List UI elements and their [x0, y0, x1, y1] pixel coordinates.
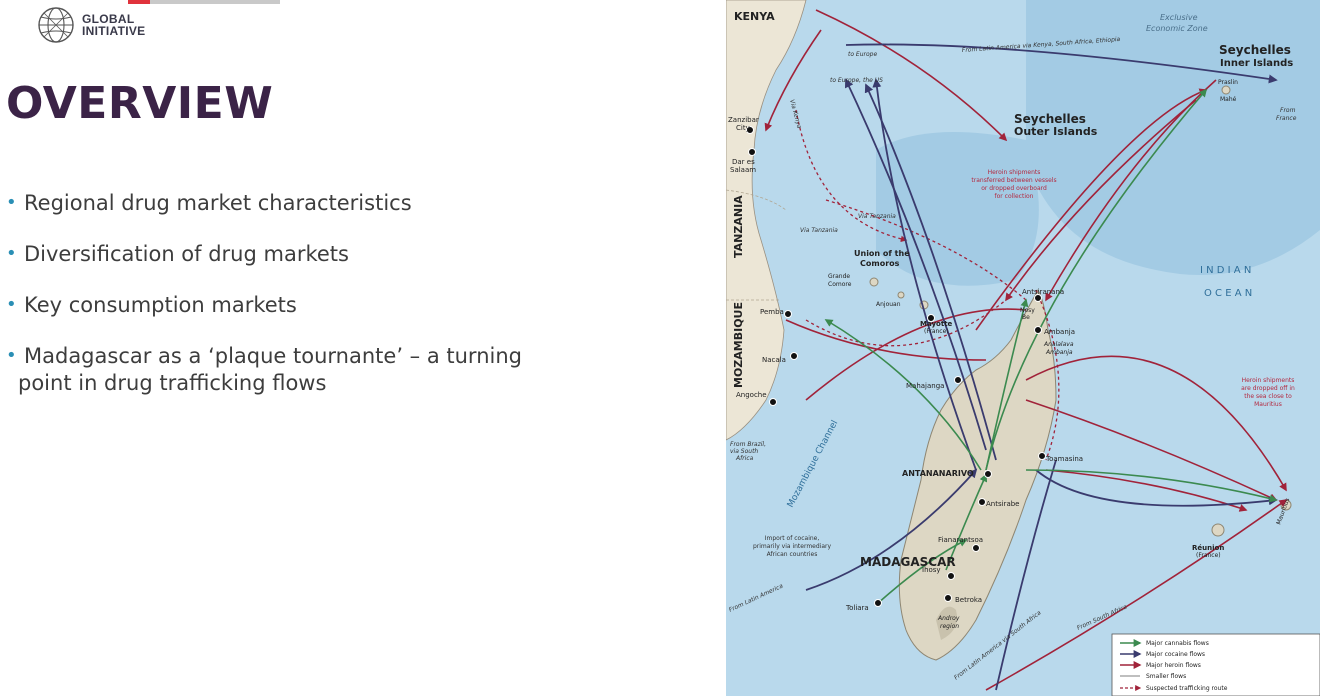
- label-nosy-be-sub: Be: [1022, 314, 1030, 321]
- label-mozambique: MOZAMBIQUE: [732, 302, 745, 388]
- route-from-brazil-2: via South: [730, 448, 758, 455]
- route-via-tanzania: Via Tanzania: [858, 213, 896, 220]
- eez-zone-outer: [876, 132, 1039, 286]
- label-mayotte: Mayotte: [920, 320, 953, 328]
- label-grande-comore: Grande: [828, 273, 850, 280]
- bullet-item: •Diversification of drug markets: [6, 242, 349, 266]
- label-seychelles-outer: Seychelles: [1014, 112, 1086, 126]
- label-fianarantsoa: Fianarantsoa: [938, 536, 983, 544]
- label-reunion-sub: (France): [1196, 552, 1221, 559]
- label-indian: I N D I A N: [1200, 265, 1251, 276]
- note-heroin-1: Heroin shipments: [988, 169, 1041, 176]
- label-mayotte-sub: (France): [924, 328, 949, 335]
- label-mahajanga: Mahajanga: [906, 382, 944, 390]
- label-seychelles-inner-sub: Inner Islands: [1220, 58, 1293, 69]
- label-ambanja: Ambanja: [1044, 328, 1075, 336]
- label-reunion: Réunion: [1192, 544, 1224, 552]
- note-heroin-2: transferred between vessels: [971, 177, 1056, 184]
- label-grande-comore-sub: Comore: [828, 281, 852, 288]
- label-androy: Androy: [937, 615, 960, 622]
- label-toamasina: Toamasina: [1045, 455, 1083, 463]
- note-cocaine-3: African countries: [767, 551, 818, 558]
- label-analalava: Analalava: [1043, 341, 1074, 348]
- label-eez-1: Exclusive: [1160, 13, 1198, 22]
- route-from-france-1: From: [1280, 107, 1296, 114]
- eez-zone: [1026, 0, 1320, 275]
- label-antsiranana: Antsiranana: [1022, 288, 1064, 296]
- label-kenya: KENYA: [734, 10, 775, 23]
- label-antananarivo: ANTANANARIVO: [902, 469, 974, 478]
- label-analalava-sub: Ambanja: [1045, 349, 1073, 356]
- route-to-europe-us: to Europe, the US: [830, 77, 883, 84]
- label-comoros-sub: Comoros: [860, 259, 900, 268]
- page-title: OVERVIEW: [6, 78, 274, 129]
- label-ihosy: Ihosy: [922, 566, 941, 574]
- note-mauritius-4: Mauritius: [1254, 401, 1282, 408]
- label-zanzibar-sub: City: [736, 124, 750, 132]
- label-seychelles-inner: Seychelles: [1219, 43, 1291, 57]
- label-mahe: Mahé: [1220, 96, 1237, 103]
- label-ocean: O C E A N: [1204, 288, 1252, 299]
- label-eez-2: Economic Zone: [1146, 24, 1208, 33]
- note-cocaine-2: primarily via intermediary: [753, 543, 832, 550]
- label-antsirabe: Antsirabe: [986, 500, 1019, 508]
- label-seychelles-outer-sub: Outer Islands: [1014, 125, 1098, 138]
- label-androy-sub: region: [940, 623, 959, 630]
- trafficking-map: KENYA TANZANIA MOZAMBIQUE MADAGASCAR Sey…: [726, 0, 1320, 696]
- label-nosy-be: Nosy: [1020, 307, 1035, 314]
- bullet-list: •Regional drug market characteristics •D…: [6, 184, 606, 408]
- route-via-tanzania-2: Via Tanzania: [800, 227, 838, 234]
- label-angoche: Angoche: [736, 391, 767, 399]
- label-pemba: Pemba: [760, 308, 784, 316]
- logo-line-1: GLOBAL: [82, 12, 135, 26]
- note-mauritius-3: the sea close to: [1244, 393, 1292, 400]
- label-toliara: Toliara: [845, 604, 869, 612]
- route-from-france-2: France: [1276, 115, 1297, 122]
- top-accent-bar: [128, 0, 280, 4]
- label-zanzibar: Zanzibar: [728, 116, 759, 124]
- legend-cannabis: Major cannabis flows: [1146, 640, 1209, 647]
- route-from-brazil-3: Africa: [735, 455, 754, 462]
- global-initiative-logo: GLOBAL INITIATIVE: [36, 5, 145, 45]
- africa-landmass: [726, 0, 807, 441]
- label-nacala: Nacala: [762, 356, 786, 364]
- note-mauritius-1: Heroin shipments: [1242, 377, 1295, 384]
- note-mauritius-2: are dropped off in: [1241, 385, 1295, 392]
- label-comoros: Union of the: [854, 249, 910, 258]
- label-dar-sub: Salaam: [730, 166, 756, 174]
- label-anjouan: Anjouan: [876, 301, 901, 308]
- legend-cocaine: Major cocaine flows: [1146, 651, 1205, 658]
- bullet-item: •Key consumption markets: [6, 293, 297, 317]
- label-betroka: Betroka: [955, 596, 982, 604]
- route-from-brazil-1: From Brazil,: [730, 441, 766, 448]
- bullet-item: •Madagascar as a ‘plaque tournante’ – a …: [6, 344, 522, 395]
- label-madagascar: MADAGASCAR: [860, 555, 956, 569]
- bullet-item: •Regional drug market characteristics: [6, 191, 412, 215]
- legend-heroin: Major heroin flows: [1146, 662, 1201, 669]
- note-heroin-3: or dropped overboard: [981, 185, 1047, 192]
- map-legend: Major cannabis flows Major cocaine flows…: [1111, 633, 1320, 696]
- note-heroin-4: for collection: [995, 193, 1034, 200]
- note-cocaine-1: Import of cocaine,: [765, 535, 820, 542]
- label-praslin: Praslin: [1218, 79, 1238, 86]
- label-tanzania: TANZANIA: [732, 195, 745, 258]
- legend-smaller: Smaller flows: [1146, 673, 1186, 680]
- route-to-europe: to Europe: [848, 51, 877, 58]
- legend-suspected: Suspected trafficking route: [1146, 685, 1228, 692]
- logo-line-2: INITIATIVE: [82, 24, 146, 38]
- globe-icon: [38, 7, 74, 43]
- label-dar: Dar es: [732, 158, 755, 166]
